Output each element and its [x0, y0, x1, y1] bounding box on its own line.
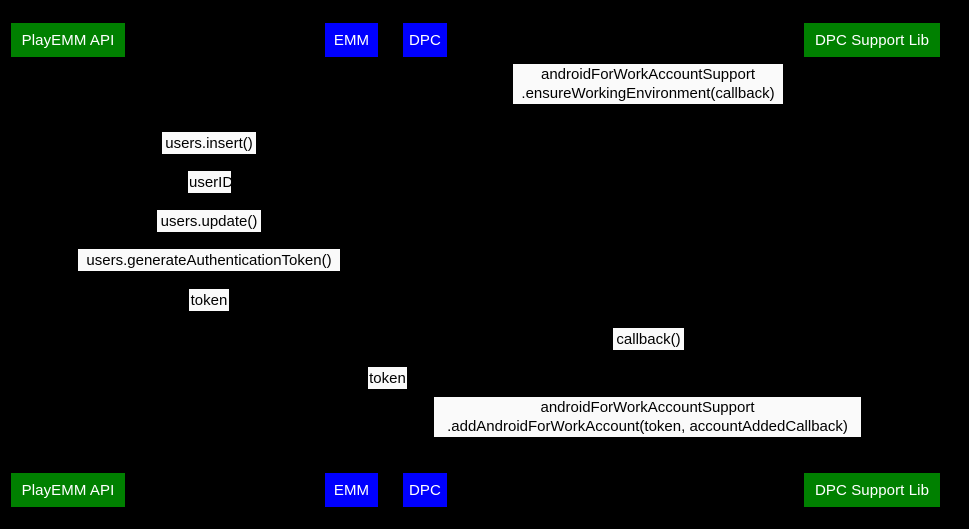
- participant-dpc-bottom[interactable]: DPC: [403, 473, 447, 507]
- participant-label: EMM: [333, 31, 370, 49]
- participant-label: EMM: [333, 481, 370, 499]
- message-line-1: users.generateAuthenticationToken(): [86, 251, 332, 269]
- participant-label: DPC Support Lib: [814, 31, 930, 49]
- participant-label: PlayEMM API: [21, 481, 115, 499]
- message-token-upper: token: [189, 289, 229, 311]
- message-generate-authentication-token: users.generateAuthenticationToken(): [78, 249, 340, 271]
- message-line-1: callback(): [616, 330, 681, 348]
- message-line-1: androidForWorkAccountSupport: [540, 399, 755, 416]
- message-line-2: .ensureWorkingEnvironment(callback): [521, 85, 775, 102]
- participant-dpc-support-lib-bottom[interactable]: DPC Support Lib: [804, 473, 940, 507]
- message-token-lower: token: [368, 367, 407, 389]
- participant-label: DPC: [409, 31, 441, 49]
- message-line-1: userID: [189, 173, 234, 191]
- message-line-1: token: [190, 291, 228, 309]
- message-users-update: users.update(): [157, 210, 261, 232]
- participant-playemm-api-bottom[interactable]: PlayEMM API: [11, 473, 125, 507]
- message-line-1: users.insert(): [165, 134, 253, 152]
- participant-emm-bottom[interactable]: EMM: [325, 473, 378, 507]
- message-add-android-for-work-account: androidForWorkAccountSupport .addAndroid…: [434, 397, 861, 437]
- participant-label: DPC Support Lib: [814, 481, 930, 499]
- message-line-2: .addAndroidForWorkAccount(token, account…: [447, 418, 848, 435]
- message-users-insert: users.insert(): [162, 132, 256, 154]
- participant-label: PlayEMM API: [21, 31, 115, 49]
- message-line-1: androidForWorkAccountSupport: [541, 66, 755, 83]
- message-callback: callback(): [613, 328, 684, 350]
- message-line-1: users.update(): [160, 212, 258, 230]
- message-ensure-working-environment: androidForWorkAccountSupport .ensureWork…: [513, 64, 783, 104]
- participant-dpc-support-lib-top[interactable]: DPC Support Lib: [804, 23, 940, 57]
- participant-dpc-top[interactable]: DPC: [403, 23, 447, 57]
- participant-playemm-api-top[interactable]: PlayEMM API: [11, 23, 125, 57]
- message-line-1: token: [369, 369, 406, 387]
- participant-label: DPC: [409, 481, 441, 499]
- participant-emm-top[interactable]: EMM: [325, 23, 378, 57]
- message-user-id: userID: [188, 171, 234, 193]
